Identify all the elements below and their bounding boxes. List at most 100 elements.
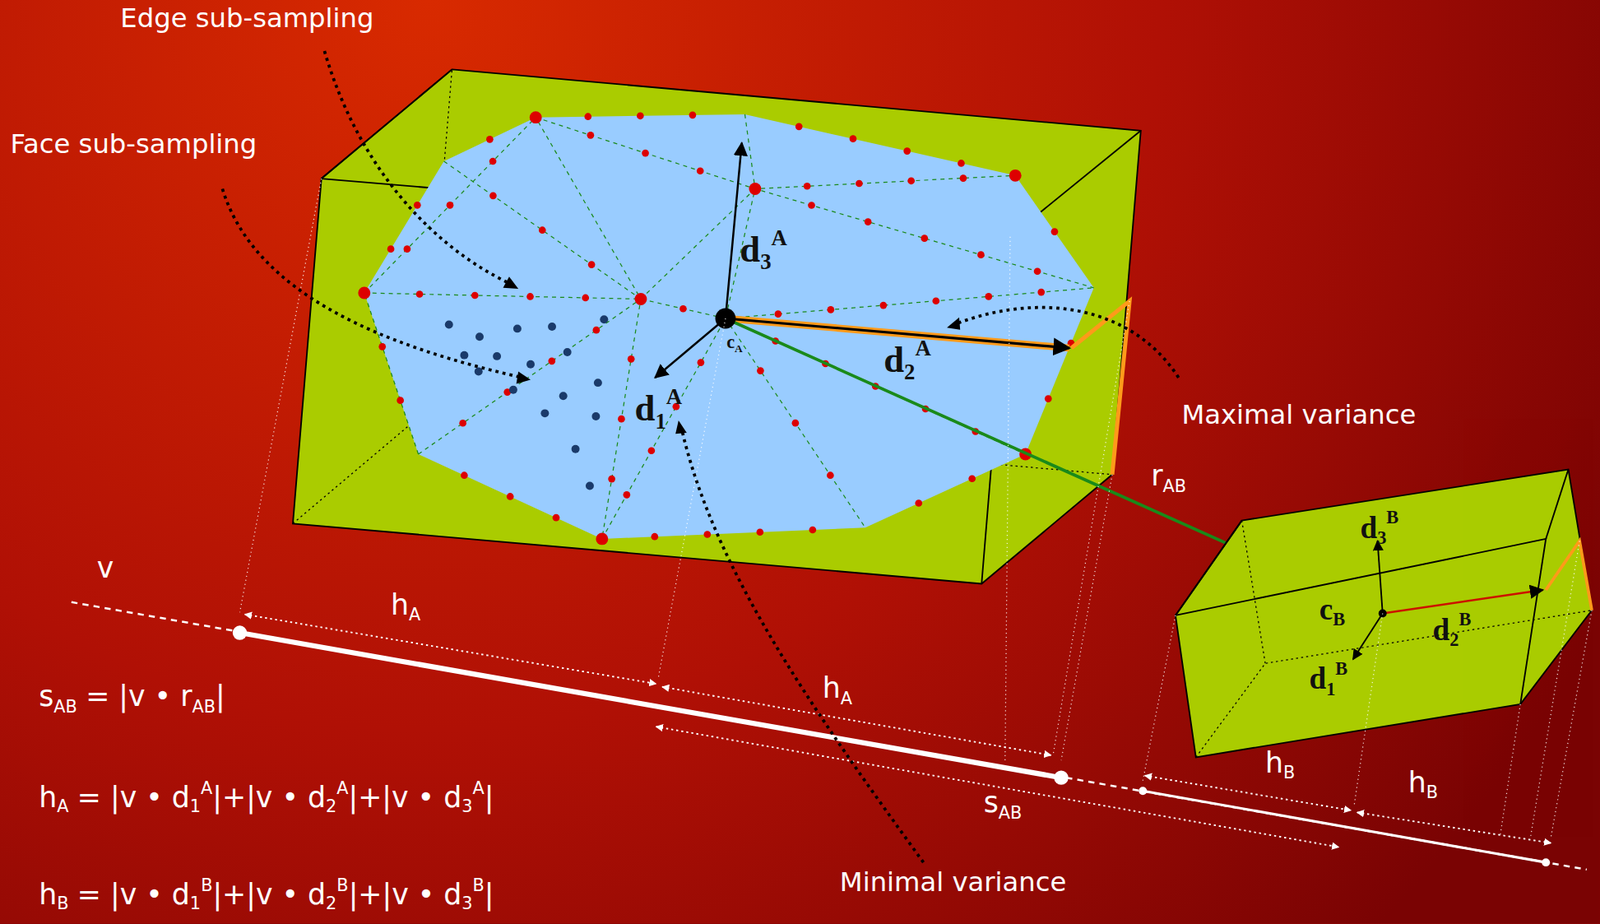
axis-label: A	[914, 335, 931, 361]
formula: B	[56, 893, 69, 914]
formula: s	[38, 679, 54, 714]
formula: h	[38, 779, 57, 814]
length-label-group: sAB	[983, 788, 1023, 822]
vector-label-group: rAB	[1150, 461, 1187, 496]
axis-label: A	[771, 225, 788, 251]
axis-label: B	[1458, 609, 1471, 631]
length-label-group: hA	[390, 589, 421, 624]
formula: AB	[53, 695, 78, 717]
formula: 3	[461, 796, 473, 817]
axis-label: d	[635, 388, 656, 430]
length-label: A	[408, 603, 421, 625]
axis-label: 3	[1377, 527, 1387, 548]
axis-label: d	[1359, 510, 1378, 544]
sample-points	[357, 111, 1075, 545]
center-label: B	[1332, 609, 1345, 631]
formula: 1	[190, 893, 201, 914]
axis-label-group: d3A	[739, 226, 788, 275]
formula: 1	[190, 796, 201, 817]
label-text-group: Minimal variance	[839, 867, 1067, 896]
formula: B	[336, 874, 348, 896]
formula: 2	[325, 796, 337, 817]
label-text: Minimal variance	[839, 866, 1067, 897]
callout-heads	[503, 276, 961, 434]
formula: A	[56, 796, 69, 817]
label-text: Maximal variance	[1181, 398, 1416, 430]
formula: |	[215, 679, 226, 714]
length-label-group: hA	[822, 673, 853, 708]
box-a	[292, 69, 1141, 584]
axis-label: 1	[654, 408, 666, 434]
length-label: h	[822, 671, 841, 705]
label-text: Edge sub-sampling	[120, 3, 374, 34]
formula: |+|v • d	[348, 779, 463, 814]
length-label: s	[983, 785, 999, 820]
axis-label-group: d1B	[1308, 658, 1348, 700]
length-label: AB	[998, 802, 1023, 823]
length-label: h	[390, 587, 409, 622]
axis-label-group: d1A	[635, 385, 683, 435]
center-label: c	[1319, 591, 1334, 626]
formula: B	[473, 874, 485, 896]
axis-label: d	[1433, 612, 1451, 646]
formula: = |v • d	[77, 779, 191, 814]
axis-label: 2	[904, 360, 915, 385]
axis-label: 2	[1449, 629, 1459, 650]
length-label: h	[1408, 765, 1427, 799]
length-label: B	[1426, 781, 1438, 803]
label-text-group: Maximal variance	[1181, 399, 1416, 429]
formula: B	[200, 874, 213, 896]
length-label: A	[840, 687, 853, 709]
label-text-group: Face sub-sampling	[9, 129, 257, 159]
axis-name: v	[97, 551, 115, 585]
center-label-group: cB	[1319, 591, 1345, 631]
vector-label: r	[1150, 459, 1163, 493]
axis-label: 3	[760, 250, 771, 275]
formula: |	[484, 876, 495, 911]
axis-label: A	[666, 384, 682, 410]
formula: |+|v • d	[212, 876, 326, 911]
axis-label-group: d2B	[1433, 610, 1472, 651]
axis-label: d	[739, 228, 761, 270]
formula: 2	[325, 893, 337, 914]
formula: = |v • d	[77, 876, 191, 911]
projection-lines	[239, 178, 1592, 837]
formula: h	[38, 876, 57, 911]
formula: AB	[191, 695, 216, 717]
length-label-group: hB	[1265, 747, 1295, 782]
axis-label: 1	[1326, 678, 1336, 700]
formula: |+|v • d	[348, 876, 463, 911]
axis-name-group: v	[97, 552, 115, 585]
center-label: c	[726, 331, 735, 353]
formula: = |v • r	[85, 679, 192, 714]
length-label: h	[1265, 746, 1284, 780]
label-text: Face sub-sampling	[9, 128, 257, 159]
box-b	[1175, 469, 1592, 758]
formula: |	[484, 779, 495, 814]
axis-label: B	[1335, 658, 1348, 679]
v-axis	[71, 602, 1587, 870]
axis-label-group: d3B	[1359, 508, 1399, 549]
length-label: B	[1283, 761, 1295, 783]
callout-leaders	[222, 51, 1178, 863]
axis-label-group: d2A	[883, 336, 932, 385]
formula: A	[200, 777, 213, 798]
center-label: A	[734, 341, 743, 354]
label-text-group: Edge sub-sampling	[120, 4, 374, 33]
formula: 3	[461, 893, 473, 914]
formula: A	[336, 777, 348, 798]
formula-group: hA= |v • d1A|+|v • d2A|+|v • d3A|	[38, 778, 494, 817]
axis-label: d	[883, 338, 905, 381]
formula: |+|v • d	[212, 779, 326, 814]
axis-label: B	[1386, 506, 1399, 528]
triangulation	[364, 114, 1095, 539]
length-label-group: hB	[1408, 767, 1438, 802]
sampled-surface	[364, 114, 1095, 539]
formula: A	[472, 777, 484, 798]
formula-group: sAB= |v • rAB|	[38, 681, 226, 716]
face-samples	[445, 315, 608, 490]
center-label-group: cA	[726, 332, 743, 355]
vector-label: AB	[1162, 475, 1187, 497]
